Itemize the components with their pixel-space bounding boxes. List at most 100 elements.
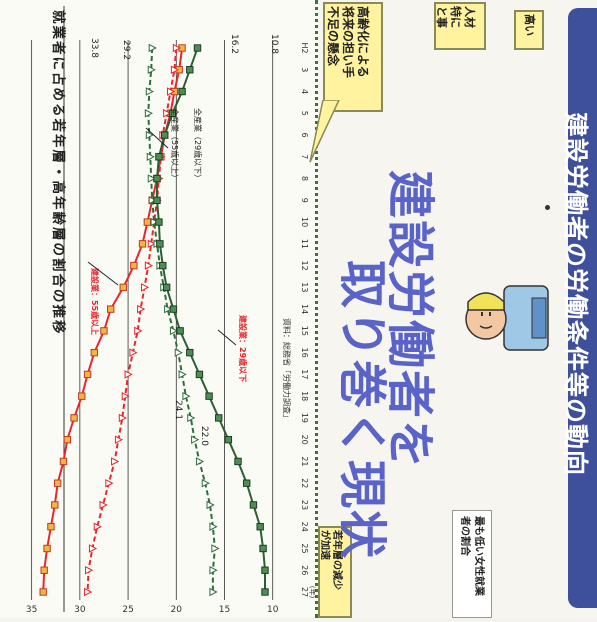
chart-title: 就業者に占める若年層・高年齢層の割合の推移 xyxy=(50,10,66,336)
data-point xyxy=(144,261,154,270)
value-label: 16.2 xyxy=(229,34,239,54)
series-name-label: 建設業：29歳以下 xyxy=(238,314,248,382)
x-tick-label: 7 xyxy=(300,154,309,159)
callout-high-text: 高い xyxy=(523,14,536,36)
data-point xyxy=(129,348,138,357)
data-point xyxy=(261,588,269,596)
data-point xyxy=(182,391,191,401)
data-point xyxy=(162,283,171,292)
data-point xyxy=(187,413,196,423)
x-tick-label: 24 xyxy=(300,522,309,532)
data-point xyxy=(147,239,156,249)
data-point xyxy=(140,283,150,292)
data-point xyxy=(134,326,143,336)
worker-illustration-icon xyxy=(465,285,549,351)
x-tick-label: 13 xyxy=(300,282,309,292)
x-unit-label: (年) xyxy=(308,586,317,599)
leader-line xyxy=(87,261,119,286)
x-tick-label: H2 xyxy=(300,42,309,53)
data-point xyxy=(53,479,62,487)
x-tick-label: 12 xyxy=(300,261,309,271)
leader-line xyxy=(145,127,169,149)
data-point xyxy=(261,566,269,574)
data-point xyxy=(169,305,178,313)
series-name-label: 全産業（55歳以上） xyxy=(170,108,180,182)
data-point xyxy=(205,392,213,400)
data-point xyxy=(47,523,55,531)
data-point xyxy=(100,327,108,335)
data-point xyxy=(40,566,48,574)
callout-aging-line-1: 高齢化による xyxy=(356,6,370,78)
callout-high xyxy=(514,10,544,50)
y-tick-label: 15 xyxy=(219,605,230,615)
data-point xyxy=(43,544,51,553)
data-point xyxy=(114,435,124,444)
note-box xyxy=(452,510,492,618)
data-point xyxy=(119,283,127,292)
callout-young xyxy=(318,526,352,618)
data-point xyxy=(193,44,202,52)
leader-line xyxy=(217,329,237,346)
data-point xyxy=(155,153,163,161)
data-point xyxy=(143,218,152,226)
x-tick-label: 8 xyxy=(300,176,309,181)
data-point xyxy=(150,217,159,227)
data-point xyxy=(105,478,114,488)
data-point xyxy=(170,65,180,74)
bottom-banner-text: 建設労働者の労働条件等の動向 xyxy=(561,112,590,477)
data-point xyxy=(206,500,215,510)
x-tick-label: 21 xyxy=(300,456,309,466)
data-point xyxy=(249,501,258,509)
data-point xyxy=(167,87,176,96)
x-tick-label: 11 xyxy=(300,239,309,249)
data-point xyxy=(84,587,93,597)
callout-workers-line-3: と事 xyxy=(435,6,448,28)
data-point xyxy=(39,588,47,596)
x-tick-label: 25 xyxy=(300,543,309,553)
value-label: 10.8 xyxy=(269,34,279,54)
x-tick-label: 26 xyxy=(300,565,309,575)
x-tick-label: 4 xyxy=(300,89,309,94)
data-point xyxy=(163,109,172,118)
data-point xyxy=(211,544,220,553)
data-point xyxy=(121,391,130,401)
x-tick-label: 17 xyxy=(300,369,309,379)
data-point xyxy=(234,457,242,466)
data-point xyxy=(118,413,127,423)
x-tick-label: 14 xyxy=(300,304,309,314)
data-point xyxy=(147,174,156,183)
data-point xyxy=(153,196,161,205)
callout-pointer xyxy=(309,100,340,163)
x-tick-label: 5 xyxy=(300,111,309,116)
data-point xyxy=(156,240,164,248)
data-point xyxy=(107,305,115,313)
y-tick-label: 35 xyxy=(26,605,37,615)
callout-aging xyxy=(323,2,383,112)
data-point xyxy=(138,240,147,248)
data-point xyxy=(169,326,179,336)
data-point xyxy=(88,544,98,553)
data-point xyxy=(99,500,108,510)
data-point xyxy=(147,65,156,74)
data-point xyxy=(83,370,92,379)
data-point xyxy=(159,261,167,270)
data-point xyxy=(59,457,68,466)
data-point xyxy=(174,348,183,357)
series-name-label: 建設業：55歳以上 xyxy=(90,267,100,335)
data-point xyxy=(90,348,99,357)
data-point xyxy=(172,43,181,53)
data-point xyxy=(78,392,86,400)
callout-workers xyxy=(434,2,486,50)
data-point xyxy=(63,435,72,444)
data-point xyxy=(51,501,59,509)
x-tick-label: 10 xyxy=(300,217,309,227)
value-label: 22.0 xyxy=(199,426,209,446)
data-point xyxy=(145,87,154,96)
x-tick-label: 15 xyxy=(300,326,309,336)
data-point xyxy=(224,435,233,444)
data-point xyxy=(186,66,194,74)
data-point xyxy=(215,414,223,422)
x-tick-label: 22 xyxy=(300,478,309,488)
